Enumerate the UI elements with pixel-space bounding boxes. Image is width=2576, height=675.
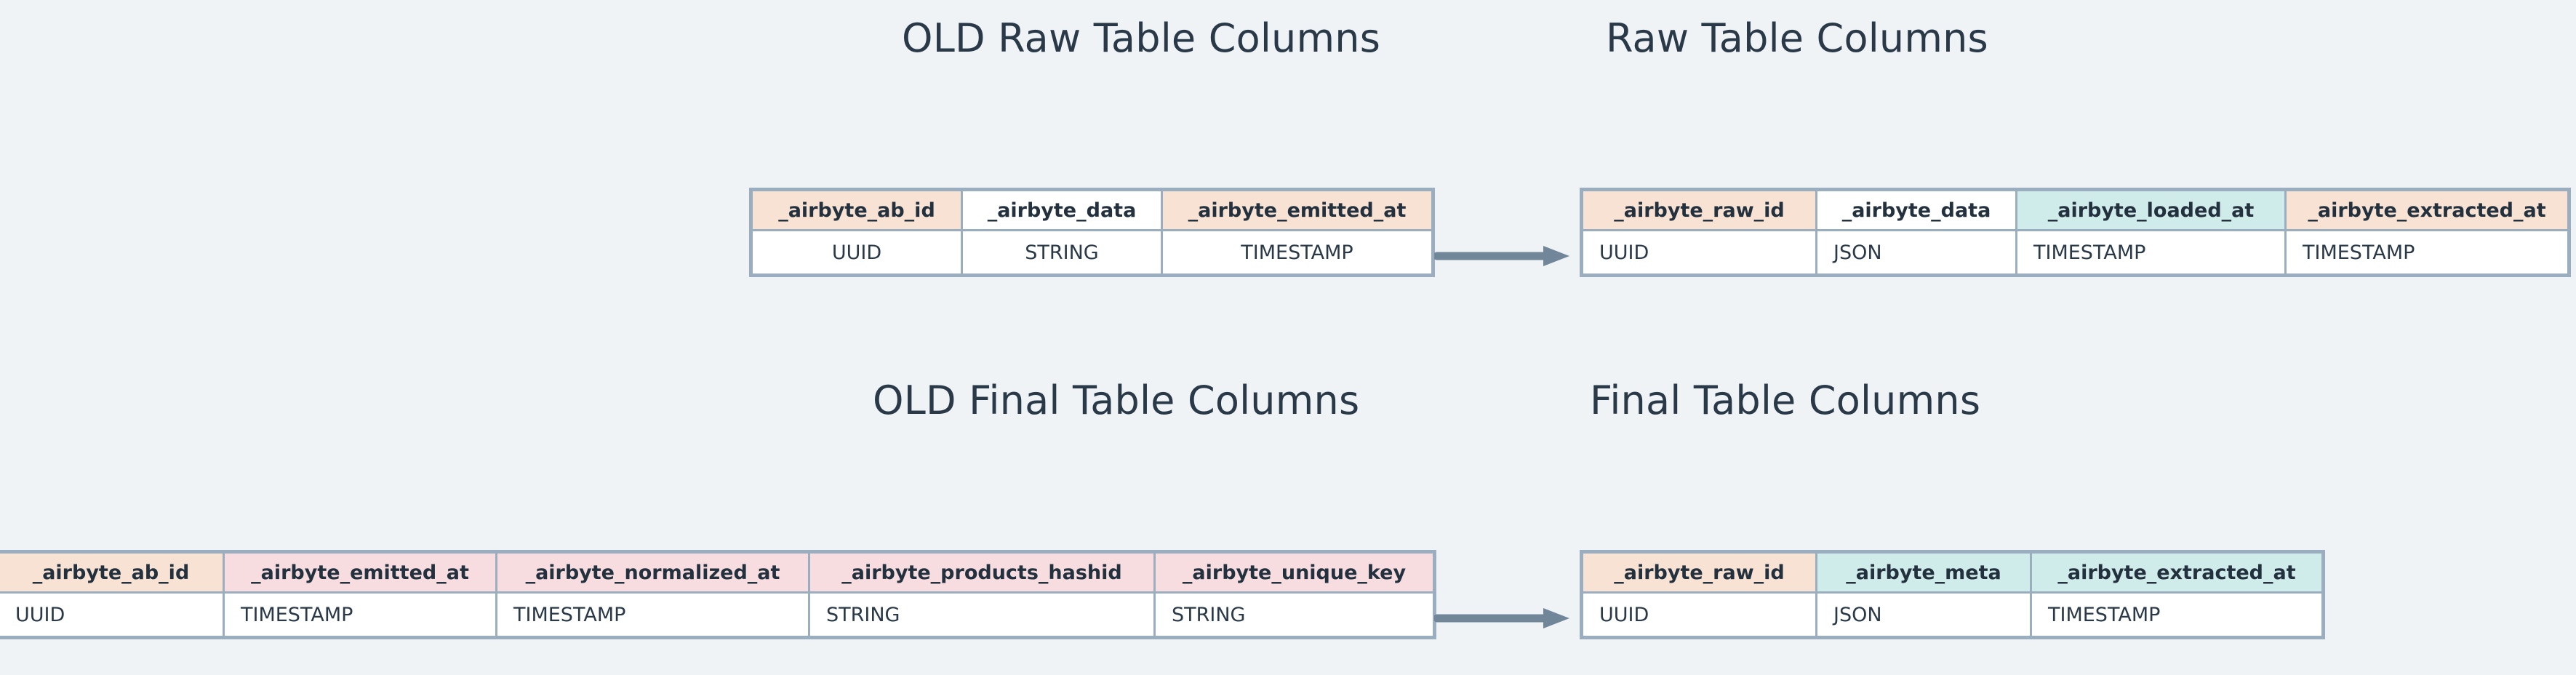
column-header-cell: _airbyte_products_hashid [808,551,1156,594]
column-header-cell: _airbyte_emitted_at [1161,188,1434,231]
page-title-old-final: OLD Final Table Columns [873,378,1360,423]
table-new-raw-columns: _airbyte_raw_id_airbyte_data_airbyte_loa… [1580,188,2571,277]
table-header-row: _airbyte_ab_id_airbyte_data_airbyte_emit… [750,188,1434,231]
column-type-cell: TIMESTAMP [2284,229,2570,276]
column-type-cell: JSON [1815,229,2017,276]
column-type-cell: STRING [808,591,1156,639]
column-header-cell: _airbyte_raw_id [1580,551,1817,594]
column-header-cell: _airbyte_loaded_at [2015,188,2287,231]
table-header-row: _airbyte_ab_id_airbyte_emitted_at_airbyt… [0,551,1436,594]
column-type-cell: TIMESTAMP [495,591,810,639]
column-type-cell: STRING [961,229,1163,276]
column-header-cell: _airbyte_normalized_at [495,551,810,594]
column-type-cell: JSON [1815,591,2032,639]
column-header-cell: _airbyte_extracted_at [2030,551,2324,594]
page-title-new-raw: Raw Table Columns [1606,15,1988,61]
page-title-new-final: Final Table Columns [1590,378,1981,423]
column-header-cell: _airbyte_ab_id [750,188,963,231]
column-type-cell: TIMESTAMP [2015,229,2287,276]
column-type-cell: TIMESTAMP [1161,229,1434,276]
page-title-old-raw: OLD Raw Table Columns [902,15,1381,61]
column-header-cell: _airbyte_unique_key [1153,551,1436,594]
column-type-cell: UUID [1580,591,1817,639]
column-header-cell: _airbyte_ab_id [0,551,225,594]
column-header-cell: _airbyte_data [1815,188,2017,231]
table-old-final-columns: _airbyte_ab_id_airbyte_emitted_at_airbyt… [0,550,1436,639]
column-type-cell: TIMESTAMP [223,591,497,639]
column-header-cell: _airbyte_raw_id [1580,188,1817,231]
arrow-right-icon-final [1434,608,1569,628]
column-type-cell: STRING [1153,591,1436,639]
table-header-row: _airbyte_raw_id_airbyte_meta_airbyte_ext… [1580,551,2324,594]
column-header-cell: _airbyte_data [961,188,1163,231]
table-header-row: _airbyte_raw_id_airbyte_data_airbyte_loa… [1580,188,2570,231]
table-new-final-columns: _airbyte_raw_id_airbyte_meta_airbyte_ext… [1580,550,2325,639]
column-header-cell: _airbyte_meta [1815,551,2032,594]
column-type-cell: UUID [750,229,963,276]
column-type-cell: UUID [1580,229,1817,276]
column-type-cell: UUID [0,591,225,639]
column-type-cell: TIMESTAMP [2030,591,2324,639]
arrow-right-icon-raw [1434,246,1569,266]
table-old-raw-columns: _airbyte_ab_id_airbyte_data_airbyte_emit… [749,188,1435,277]
column-header-cell: _airbyte_emitted_at [223,551,497,594]
column-header-cell: _airbyte_extracted_at [2284,188,2570,231]
